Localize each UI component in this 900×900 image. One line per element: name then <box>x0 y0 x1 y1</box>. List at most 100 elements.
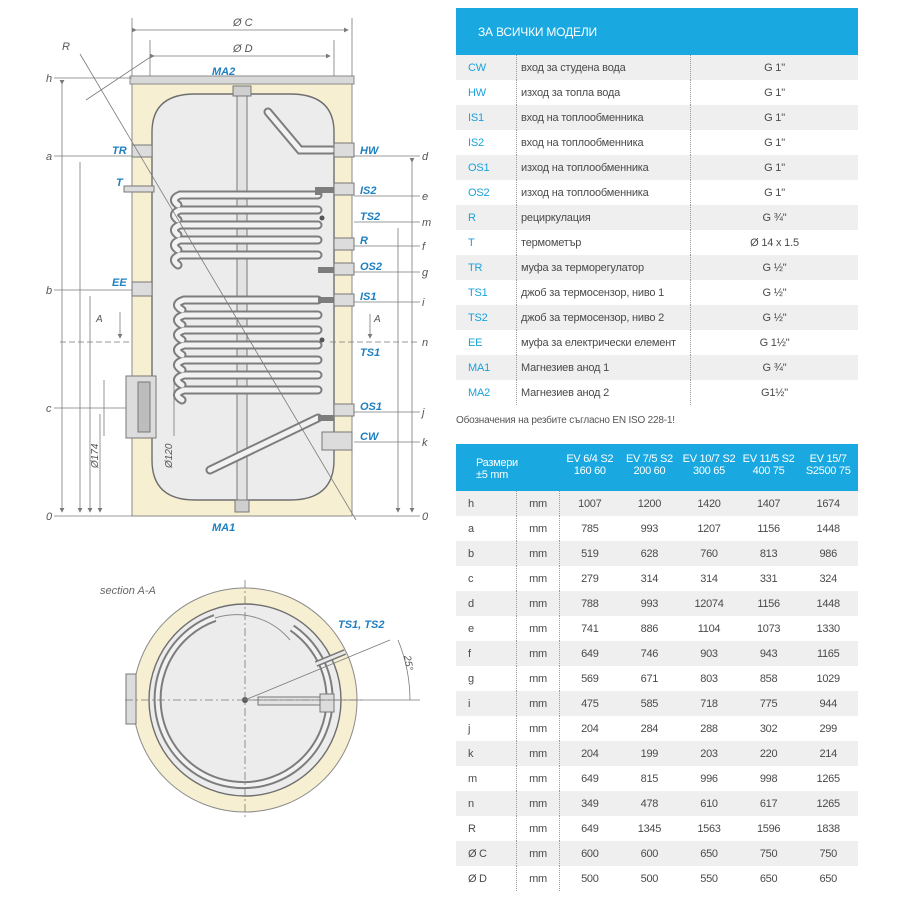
dimension-value: 803 <box>700 672 718 685</box>
model-header: EV 10/7 S2 300 65 <box>682 453 736 477</box>
dimension-code: b <box>468 547 474 560</box>
dimension-unit: mm <box>516 566 560 591</box>
connection-code: IS1 <box>468 111 484 124</box>
connection-code: OS2 <box>468 186 490 199</box>
level-j: j <box>420 407 425 419</box>
dimensions-table: Размери ±5 mm EV 6/4 S2 160 60 EV 7/5 S2… <box>456 444 858 891</box>
label-ee: EE <box>112 277 127 289</box>
connection-description: джоб за термосензор, ниво 1 <box>516 280 690 305</box>
dimension-value: 718 <box>700 697 718 710</box>
dimension-code: e <box>468 622 474 635</box>
label-r-side: R <box>360 235 368 247</box>
connection-code: OS1 <box>468 161 490 174</box>
label-ts2: TS2 <box>360 211 380 223</box>
dimension-value: 649 <box>581 772 599 785</box>
dimension-value: 1200 <box>637 497 662 510</box>
dimension-value: 650 <box>700 847 718 860</box>
label-d174: Ø174 <box>90 443 101 469</box>
dimension-unit: mm <box>516 541 560 566</box>
dimension-value: 903 <box>700 647 718 660</box>
dimension-value: 12074 <box>694 597 724 610</box>
upper-coil-highlight <box>172 192 321 268</box>
section-ts-label: TS1, TS2 <box>338 619 384 631</box>
dimension-value: 650 <box>759 872 778 885</box>
level-m: m <box>422 217 431 229</box>
model-header: EV 6/4 S2 160 60 <box>566 453 614 477</box>
connections-header: ЗА ВСИЧКИ МОДЕЛИ <box>456 8 858 55</box>
connection-thread: G ¾" <box>690 205 858 230</box>
section-anode-fitting <box>257 696 323 706</box>
label-r: R <box>62 41 70 53</box>
level-n: n <box>422 337 428 349</box>
dimension-value: 204 <box>581 747 599 760</box>
dimension-value: 1407 <box>756 497 781 510</box>
dimension-value: 1073 <box>756 622 781 635</box>
dimension-unit: mm <box>516 716 560 741</box>
dimension-value: 998 <box>759 772 778 785</box>
dimension-code: f <box>468 647 471 660</box>
level-d: d <box>422 151 429 163</box>
dimension-value: 500 <box>640 872 659 885</box>
connection-description: Магнезиев анод 2 <box>516 380 690 405</box>
dimension-value: 1420 <box>697 497 721 510</box>
level-i: i <box>422 297 425 309</box>
dimension-unit: mm <box>516 766 560 791</box>
level-0-left: 0 <box>46 511 53 523</box>
label-os2: OS2 <box>360 261 382 273</box>
dimension-value: 220 <box>759 747 778 760</box>
dimension-value: 610 <box>700 797 718 810</box>
dimension-value: 600 <box>640 847 659 860</box>
dimension-value: 299 <box>819 722 837 735</box>
dimension-value: 550 <box>700 872 718 885</box>
dimension-unit: mm <box>516 491 560 516</box>
level-g: g <box>422 267 429 279</box>
dimension-unit: mm <box>516 816 560 841</box>
dimension-value: 279 <box>581 572 599 585</box>
dimension-code: h <box>468 497 474 510</box>
connection-description: вход на топлообменника <box>516 105 690 130</box>
thread-note: Обозначения на резбите съгласно EN ISO 2… <box>456 415 675 426</box>
dimension-unit: mm <box>516 841 560 866</box>
dimension-value: 600 <box>581 847 599 860</box>
dimension-code: g <box>468 672 474 685</box>
connection-thread: G ½" <box>690 305 858 330</box>
dimension-value: 775 <box>759 697 778 710</box>
dimension-value: 944 <box>819 697 837 710</box>
dimension-value: 986 <box>819 547 837 560</box>
dimension-code: Ø D <box>468 872 487 885</box>
dimension-value: 649 <box>581 822 599 835</box>
dimension-value: 671 <box>640 672 659 685</box>
dimension-value: 478 <box>640 797 659 810</box>
dimension-value: 1007 <box>578 497 602 510</box>
dimension-code: c <box>468 572 474 585</box>
dimension-unit: mm <box>516 616 560 641</box>
label-tr: TR <box>112 145 127 157</box>
connection-thread: G 1" <box>690 130 858 155</box>
dimension-code: i <box>468 697 471 710</box>
dimension-value: 628 <box>640 547 659 560</box>
level-k: k <box>422 437 428 449</box>
dimension-code: k <box>468 747 474 760</box>
connection-thread: G 1" <box>690 80 858 105</box>
connection-code: R <box>468 211 476 224</box>
dimension-value: 475 <box>581 697 599 710</box>
dimension-value: 214 <box>819 747 837 760</box>
dimension-unit: mm <box>516 791 560 816</box>
connection-thread: G 1" <box>690 55 858 80</box>
connection-description: изход на топлообменника <box>516 155 690 180</box>
label-d120: Ø120 <box>164 443 175 469</box>
dimension-code: Ø C <box>468 847 487 860</box>
